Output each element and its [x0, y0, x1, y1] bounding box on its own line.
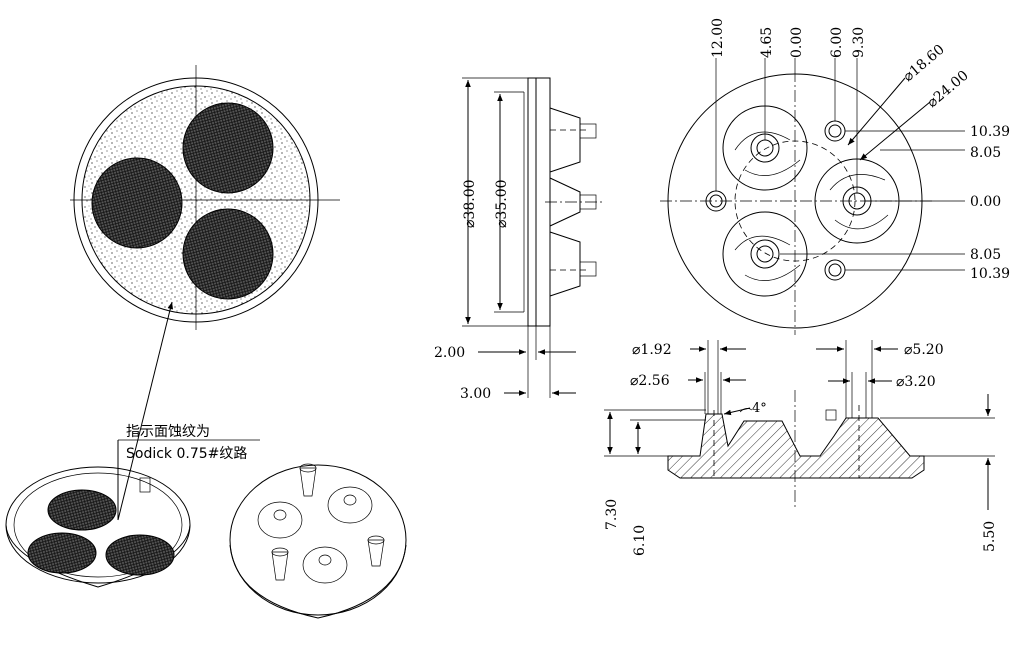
dim-d2: ⌀2.56 — [630, 373, 670, 389]
x-label-1: 12.00 — [710, 18, 726, 58]
dia-18-60: ⌀18.60 — [900, 42, 947, 85]
y-label-5: 10.39 — [970, 266, 1010, 282]
y-label-3: 0.00 — [970, 194, 1001, 210]
dim-h3: 5.50 — [982, 521, 998, 552]
isometric-back-view — [229, 463, 407, 619]
x-label-4: 6.00 — [829, 27, 845, 58]
dia-24-00: ⌀24.00 — [924, 68, 971, 111]
dim-h2: 6.10 — [632, 525, 648, 556]
y-label-2: 8.05 — [970, 145, 1001, 161]
side-view: ⌀38.00 ⌀35.00 2.00 3.00 — [434, 77, 602, 402]
x-label-2: 4.65 — [759, 27, 775, 58]
dim-thickness-1: 2.00 — [434, 345, 465, 361]
etching-note: 指示面蚀纹为 Sodick 0.75#纹路 — [117, 301, 260, 521]
dim-outer-diameter: ⌀38.00 — [462, 179, 478, 228]
dim-d3: ⌀5.20 — [904, 342, 944, 358]
note-line-1: 指示面蚀纹为 — [126, 424, 210, 440]
dim-d4: ⌀3.20 — [896, 374, 936, 390]
dim-inner-diameter: ⌀35.00 — [494, 179, 510, 228]
dim-thickness-2: 3.00 — [460, 386, 491, 402]
y-label-1: 10.39 — [970, 124, 1010, 140]
front-coordinate-view: 12.00 4.65 0.00 6.00 9.30 10.39 8.05 0.0… — [660, 18, 1010, 335]
textured-front-view — [70, 65, 340, 330]
x-label-5: 9.30 — [851, 27, 867, 58]
dim-d1: ⌀1.92 — [632, 342, 672, 358]
y-label-4: 8.05 — [970, 247, 1001, 263]
isometric-textured-view — [5, 466, 191, 588]
note-line-2: Sodick 0.75#纹路 — [126, 446, 247, 462]
section-view: ⌀1.92 ⌀2.56 ⌀5.20 ⌀3.20 4° 7.30 6.10 5.5… — [604, 340, 998, 556]
angle-label: 4° — [752, 401, 767, 416]
dim-h1: 7.30 — [604, 499, 620, 530]
x-label-3: 0.00 — [789, 27, 805, 58]
